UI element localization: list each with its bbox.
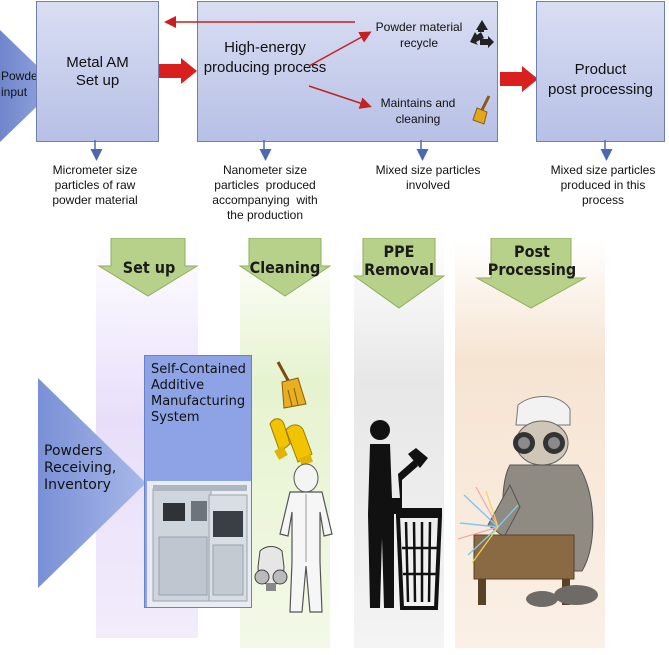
powder-recycle-label: Powder material recycle — [375, 20, 463, 50]
red-arrow-1 — [159, 58, 197, 84]
column-label-ppe: PPE Removal — [364, 242, 434, 279]
note-nanometer: Nanometer size particles produced accomp… — [212, 163, 318, 222]
branch-arrows — [164, 16, 372, 109]
setup-chevron — [97, 238, 199, 297]
gloves-icon — [269, 418, 314, 466]
down-arrows — [90, 140, 613, 161]
note-micrometer: Micrometer size particles of raw powder … — [52, 163, 138, 207]
worker-icon — [458, 395, 598, 607]
coverall-icon — [279, 463, 333, 613]
column-label-cleaning: Cleaning — [249, 258, 321, 277]
post-processing-title: Product post processing — [547, 61, 654, 98]
broom-icon — [276, 361, 307, 409]
powders-input-label: Powders input — [1, 69, 48, 99]
trash-can-icon — [368, 420, 442, 610]
am-system-card: Self-Contained Additive Manufacturing Sy… — [144, 355, 252, 608]
maintain-cleaning-label: Maintains and cleaning — [380, 96, 456, 126]
powders-receiving-triangle — [38, 378, 146, 588]
powders-input-triangle — [0, 30, 58, 142]
metal-am-setup-title: Metal AM Set up — [66, 54, 129, 89]
metal-am-setup-box: Metal AM Set up — [36, 1, 159, 142]
note-mixed-involved: Mixed size particles involved — [375, 163, 481, 192]
recycle-icon — [470, 20, 494, 48]
ppe-chevron — [353, 238, 445, 309]
cleaning-chevron — [239, 238, 331, 297]
high-energy-process-box: High-energy producing process Powder mat… — [197, 1, 498, 142]
post-processing-box: Product post processing — [536, 1, 665, 142]
am-system-label: Self-Contained Additive Manufacturing Sy… — [151, 362, 246, 425]
powders-receiving-label: Powders Receiving, Inventory — [44, 443, 117, 493]
broom-icon — [472, 95, 491, 125]
post-chevron — [475, 238, 587, 309]
high-energy-process-title: High-energy producing process — [203, 39, 327, 76]
respirator-icon — [254, 546, 288, 591]
red-arrow-2 — [500, 66, 538, 92]
am-machine-image — [147, 481, 251, 607]
column-label-setup: Set up — [122, 258, 176, 277]
column-label-post: Post Processing — [487, 242, 577, 279]
note-mixed-produced: Mixed size particles produced in this pr… — [550, 163, 656, 207]
